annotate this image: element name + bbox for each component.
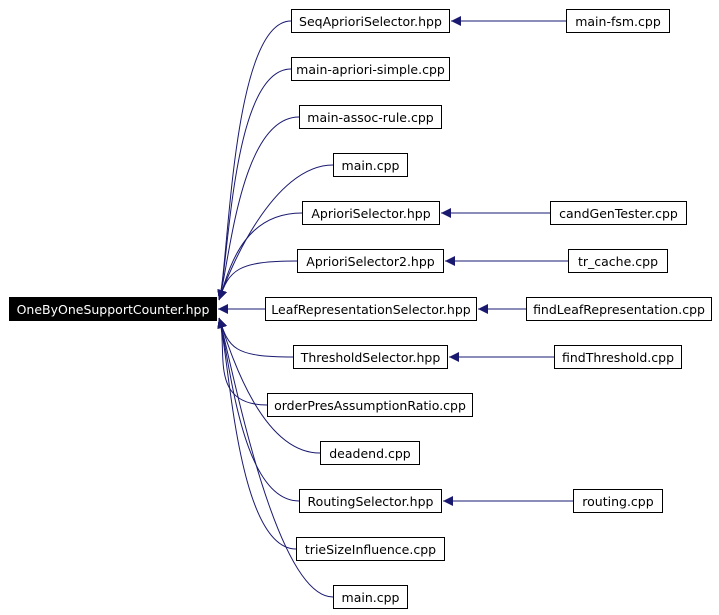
edge-deadend-to-root xyxy=(217,317,321,454)
node-find-leaf-representation-cpp[interactable]: findLeafRepresentation.cpp xyxy=(526,297,712,321)
node-seq-apriori-selector-hpp[interactable]: SeqAprioriSelector.hpp xyxy=(291,9,450,33)
node-order-pres-assumption-ratio-cpp[interactable]: orderPresAssumptionRatio.cpp xyxy=(267,393,473,417)
node-trie-size-influence-cpp[interactable]: trieSizeInfluence.cpp xyxy=(296,537,445,561)
edge-main_apriori_simple-to-root xyxy=(217,68,292,301)
node-main-cpp-2[interactable]: main.cpp xyxy=(333,585,408,609)
node-main-fsm-cpp[interactable]: main-fsm.cpp xyxy=(566,9,670,33)
edge-main_cpp_2-to-root xyxy=(217,317,334,598)
node-routing-cpp[interactable]: routing.cpp xyxy=(573,489,663,513)
edge-main_cpp_1-to-root xyxy=(217,164,334,301)
node-deadend-cpp[interactable]: deadend.cpp xyxy=(320,441,420,465)
node-main-apriori-simple-cpp[interactable]: main-apriori-simple.cpp xyxy=(291,57,450,81)
node-one-by-one-support-counter-hpp[interactable]: OneByOneSupportCounter.hpp xyxy=(9,297,217,321)
edge-trie_size_influence-to-root xyxy=(217,317,297,550)
edge-apriori_selector-to-root xyxy=(217,212,303,301)
node-tr-cache-cpp[interactable]: tr_cache.cpp xyxy=(568,249,668,273)
node-threshold-selector-hpp[interactable]: ThresholdSelector.hpp xyxy=(293,345,448,369)
node-apriori-selector2-hpp[interactable]: AprioriSelector2.hpp xyxy=(297,249,444,273)
node-cand-gen-tester-cpp[interactable]: candGenTester.cpp xyxy=(550,201,687,225)
node-apriori-selector-hpp[interactable]: AprioriSelector.hpp xyxy=(302,201,440,225)
node-leaf-representation-selector-hpp[interactable]: LeafRepresentationSelector.hpp xyxy=(265,297,477,321)
node-find-threshold-cpp[interactable]: findThreshold.cpp xyxy=(554,345,682,369)
edge-seq_apriori_selector-to-root xyxy=(217,20,292,301)
edge-main_assoc_rule-to-root xyxy=(217,116,300,301)
node-main-assoc-rule-cpp[interactable]: main-assoc-rule.cpp xyxy=(299,105,442,129)
edge-apriori_selector2-to-root xyxy=(217,260,298,301)
node-main-cpp-1[interactable]: main.cpp xyxy=(333,153,408,177)
node-routing-selector-hpp[interactable]: RoutingSelector.hpp xyxy=(299,489,442,513)
